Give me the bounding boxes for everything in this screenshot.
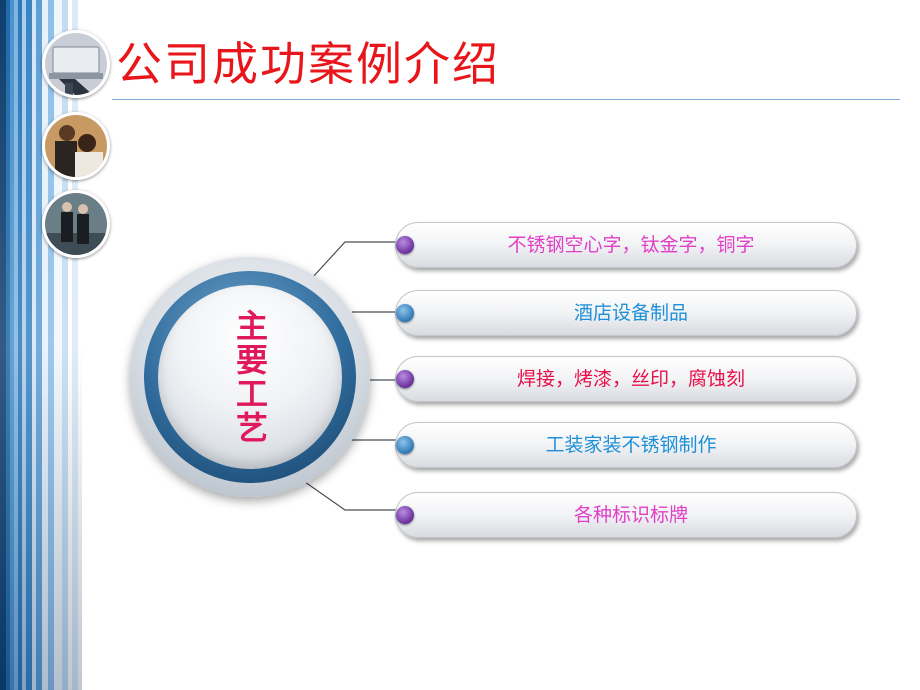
item-pill-2: 酒店设备制品 (395, 290, 857, 336)
blue-bullet-icon (396, 436, 414, 454)
blue-bullet-icon (396, 304, 414, 322)
purple-bullet-icon (396, 506, 414, 524)
title-divider (112, 99, 900, 100)
item-label-1: 不锈钢空心字，钛金字，铜字 (507, 234, 755, 256)
walking-businessmen-photo-icon (42, 190, 110, 258)
page-title: 公司成功案例介绍 (116, 37, 500, 91)
item-pill-3: 焊接，烤漆，丝印，腐蚀刻 (395, 356, 857, 402)
center-label: 主要工艺 (231, 309, 269, 445)
connector-line-1 (311, 241, 400, 279)
item-pill-4: 工装家装不锈钢制作 (395, 422, 857, 468)
item-label-2: 酒店设备制品 (573, 302, 688, 324)
left-decorative-band (0, 0, 82, 690)
center-disc-face: 主要工艺 (158, 285, 342, 469)
item-pill-1: 不锈钢空心字，钛金字，铜字 (395, 222, 857, 268)
center-disc-ring: 主要工艺 (144, 271, 356, 483)
laptop-photo-icon (42, 30, 110, 98)
purple-bullet-icon (396, 236, 414, 254)
item-label-4: 工装家装不锈钢制作 (545, 434, 717, 456)
purple-bullet-icon (396, 370, 414, 388)
item-label-3: 焊接，烤漆，丝印，腐蚀刻 (516, 368, 745, 390)
connector-line-5 (304, 481, 400, 511)
business-people-photo-icon (42, 112, 110, 180)
item-label-5: 各种标识标牌 (573, 504, 688, 526)
center-disc: 主要工艺 (130, 257, 370, 497)
item-pill-5: 各种标识标牌 (395, 492, 857, 538)
